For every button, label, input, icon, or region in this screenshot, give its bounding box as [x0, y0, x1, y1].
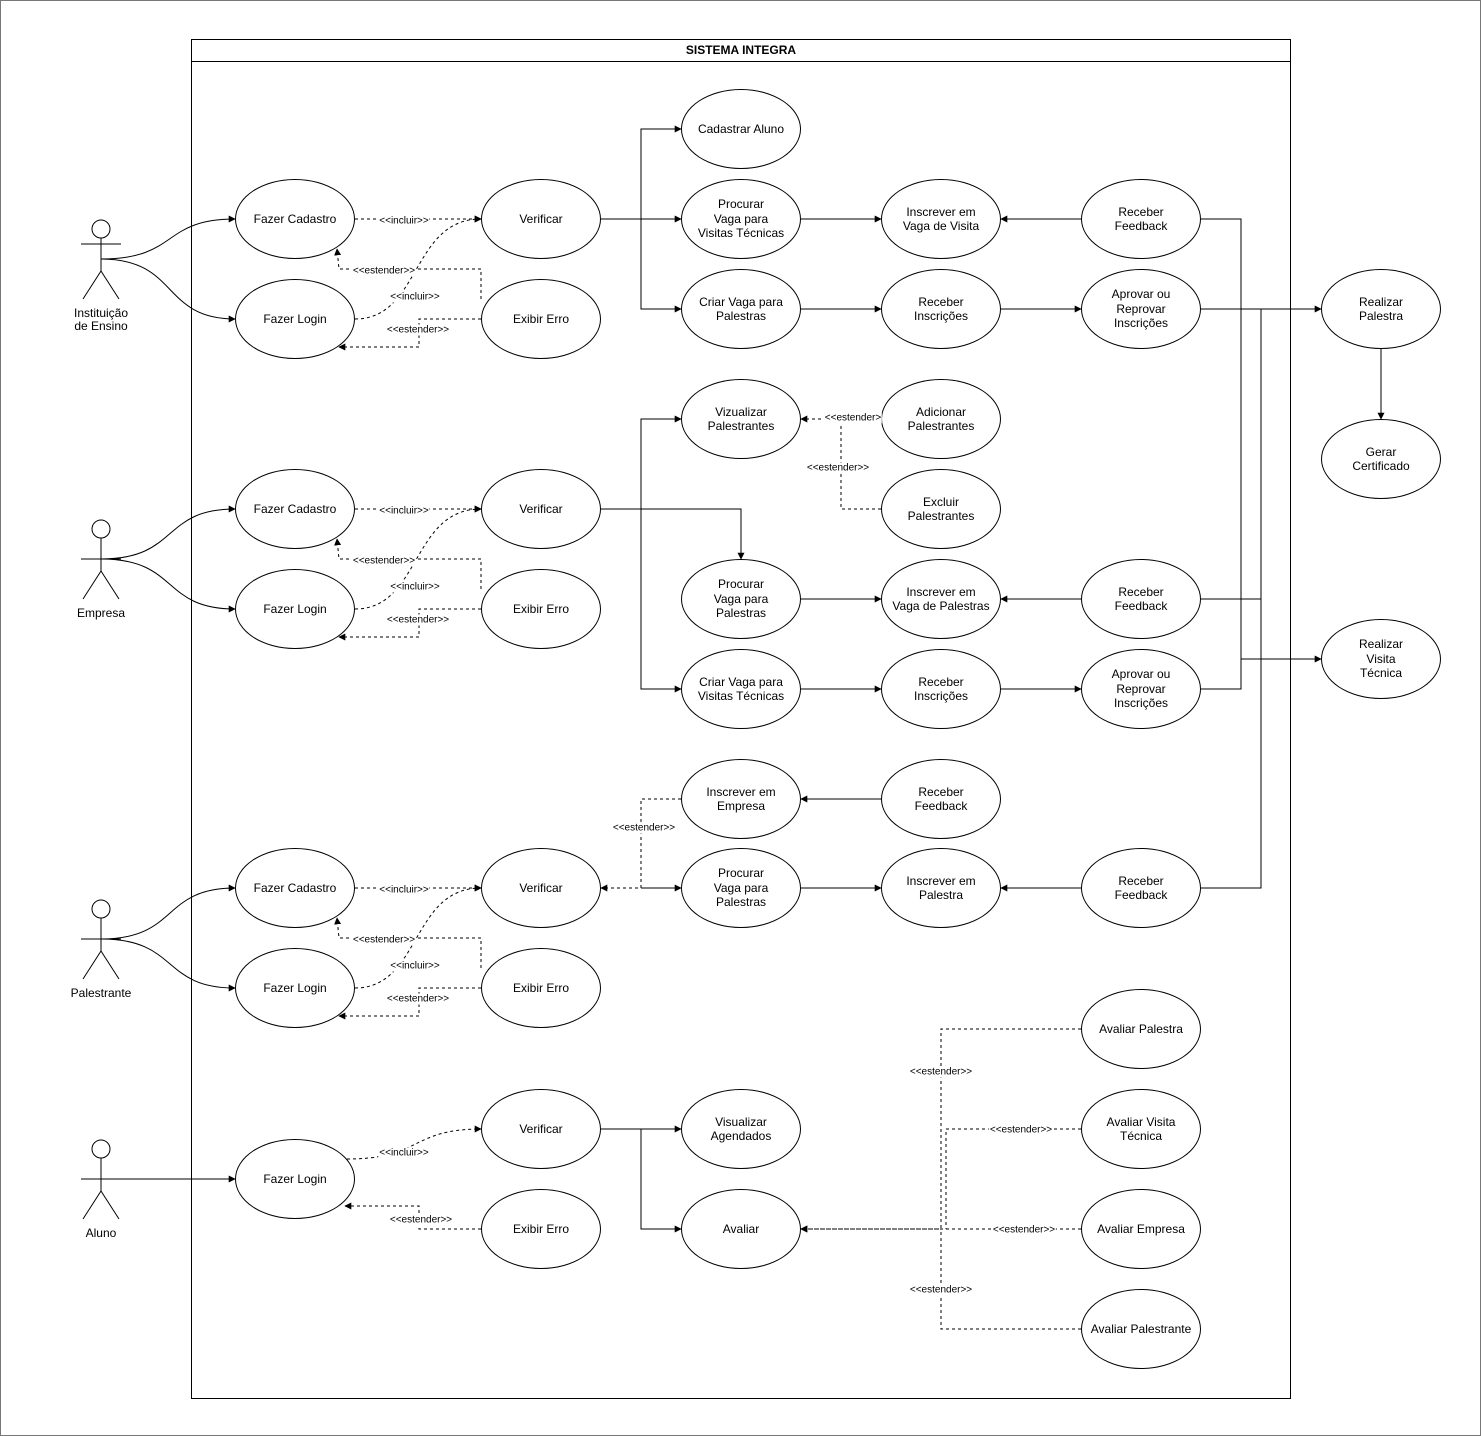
- use-case-procurar-vaga-palestras[interactable]: Procurar Vaga para Palestras: [681, 559, 801, 639]
- assoc-line: [100, 258, 236, 323]
- use-case-gerar-certificado[interactable]: Gerar Certificado: [1321, 419, 1441, 499]
- use-case-receber-feedback[interactable]: Receber Feedback: [881, 759, 1001, 839]
- assoc-line: [100, 505, 236, 560]
- extend-label: <<estender>>: [611, 822, 677, 834]
- include-label: <<incluir>>: [378, 884, 430, 896]
- use-case-realizar-visita-tecnica[interactable]: Realizar Visita Técnica: [1321, 619, 1441, 699]
- use-case-fazer-login[interactable]: Fazer Login: [235, 1139, 355, 1219]
- include-label: <<incluir>>: [378, 505, 430, 517]
- assoc-line: [100, 558, 236, 613]
- use-case-avaliar-palestrante[interactable]: Avaliar Palestrante: [1081, 1289, 1201, 1369]
- extend-label: <<estender>>: [351, 555, 417, 567]
- use-case-receber-feedback[interactable]: Receber Feedback: [1081, 848, 1201, 928]
- extend-label: <<estender>>: [908, 1066, 974, 1078]
- extend-label: <<estender>>: [805, 462, 871, 474]
- use-case-avaliar[interactable]: Avaliar: [681, 1189, 801, 1269]
- use-case-aprovar-reprovar[interactable]: Aprovar ou Reprovar Inscrições: [1081, 269, 1201, 349]
- actor-label: Palestrante: [70, 986, 132, 1000]
- include-label: <<incluir>>: [389, 960, 441, 972]
- system-title: SISTEMA INTEGRA: [192, 40, 1290, 62]
- use-case-inscrever-empresa[interactable]: Inscrever em Empresa: [681, 759, 801, 839]
- use-case-inscrever-vaga-palestras[interactable]: Inscrever em Vaga de Palestras: [881, 559, 1001, 639]
- stick-figure-icon: [81, 899, 121, 980]
- extend-label: <<estender>>: [351, 265, 417, 277]
- use-case-receber-inscricoes[interactable]: Receber Inscrições: [881, 269, 1001, 349]
- use-case-avaliar-visita-tecnica[interactable]: Avaliar Visita Técnica: [1081, 1089, 1201, 1169]
- actor-aluno[interactable]: Aluno: [51, 1139, 151, 1240]
- use-case-avaliar-empresa[interactable]: Avaliar Empresa: [1081, 1189, 1201, 1269]
- extend-label: <<estender>>: [351, 934, 417, 946]
- use-case-verificar[interactable]: Verificar: [481, 848, 601, 928]
- use-case-verificar[interactable]: Verificar: [481, 179, 601, 259]
- system-boundary: SISTEMA INTEGRA: [191, 39, 1291, 1399]
- extend-label: <<estender>>: [991, 1224, 1057, 1236]
- assoc-line: [100, 938, 236, 992]
- use-case-procurar-vaga-palestras[interactable]: Procurar Vaga para Palestras: [681, 848, 801, 928]
- use-case-adicionar-palestrantes[interactable]: Adicionar Palestrantes: [881, 379, 1001, 459]
- extend-label: <<estender>>: [988, 1124, 1054, 1136]
- extend-label: <<estender>>: [385, 324, 451, 336]
- use-case-avaliar-palestra[interactable]: Avaliar Palestra: [1081, 989, 1201, 1069]
- use-case-receber-inscricoes[interactable]: Receber Inscrições: [881, 649, 1001, 729]
- include-label: <<incluir>>: [389, 581, 441, 593]
- use-case-excluir-palestrantes[interactable]: Excluir Palestrantes: [881, 469, 1001, 549]
- use-case-inscrever-palestra[interactable]: Inscrever em Palestra: [881, 848, 1001, 928]
- actor-label: Empresa: [76, 606, 126, 620]
- extend-label: <<estender>>: [385, 993, 451, 1005]
- use-case-procurar-vaga-visitas[interactable]: Procurar Vaga para Visitas Técnicas: [681, 179, 801, 259]
- use-case-cadastrar-aluno[interactable]: Cadastrar Aluno: [681, 89, 801, 169]
- use-case-verificar[interactable]: Verificar: [481, 1089, 601, 1169]
- include-label: <<incluir>>: [389, 291, 441, 303]
- extend-label: <<estender>>: [388, 1214, 454, 1226]
- extend-label: <<estender>>: [908, 1284, 974, 1296]
- use-case-verificar[interactable]: Verificar: [481, 469, 601, 549]
- use-case-fazer-cadastro[interactable]: Fazer Cadastro: [235, 848, 355, 928]
- extend-label: <<estender>: [823, 412, 883, 424]
- use-case-criar-vaga-palestras[interactable]: Criar Vaga para Palestras: [681, 269, 801, 349]
- use-case-exibir-erro[interactable]: Exibir Erro: [481, 569, 601, 649]
- use-case-receber-feedback[interactable]: Receber Feedback: [1081, 559, 1201, 639]
- use-case-fazer-login[interactable]: Fazer Login: [235, 569, 355, 649]
- use-case-exibir-erro[interactable]: Exibir Erro: [481, 948, 601, 1028]
- actor-palestrante[interactable]: Palestrante: [51, 899, 151, 1000]
- actor-empresa[interactable]: Empresa: [51, 519, 151, 620]
- include-label: <<incluir>>: [378, 215, 430, 227]
- actor-label: Aluno: [85, 1226, 117, 1240]
- stick-figure-icon: [81, 1139, 121, 1220]
- use-case-exibir-erro[interactable]: Exibir Erro: [481, 279, 601, 359]
- use-case-fazer-login[interactable]: Fazer Login: [235, 948, 355, 1028]
- use-case-receber-feedback[interactable]: Receber Feedback: [1081, 179, 1201, 259]
- stick-figure-icon: [81, 219, 121, 300]
- assoc-line: [100, 884, 236, 940]
- actor-instituicao[interactable]: Instituição de Ensino: [51, 219, 151, 333]
- extend-label: <<estender>>: [385, 614, 451, 626]
- stick-figure-icon: [81, 519, 121, 600]
- include-label: <<incluir>>: [378, 1147, 430, 1159]
- use-case-realizar-palestra[interactable]: Realizar Palestra: [1321, 269, 1441, 349]
- use-case-fazer-cadastro[interactable]: Fazer Cadastro: [235, 179, 355, 259]
- use-case-vizualizar-palestrantes[interactable]: Vizualizar Palestrantes: [681, 379, 801, 459]
- use-case-visualizar-agendados[interactable]: Visualizar Agendados: [681, 1089, 801, 1169]
- actor-label: Instituição de Ensino: [73, 306, 129, 333]
- assoc-line: [100, 215, 236, 260]
- use-case-fazer-login[interactable]: Fazer Login: [235, 279, 355, 359]
- use-case-exibir-erro[interactable]: Exibir Erro: [481, 1189, 601, 1269]
- use-case-fazer-cadastro[interactable]: Fazer Cadastro: [235, 469, 355, 549]
- use-case-inscrever-vaga-visita[interactable]: Inscrever em Vaga de Visita: [881, 179, 1001, 259]
- use-case-aprovar-reprovar[interactable]: Aprovar ou Reprovar Inscrições: [1081, 649, 1201, 729]
- use-case-criar-vaga-visitas[interactable]: Criar Vaga para Visitas Técnicas: [681, 649, 801, 729]
